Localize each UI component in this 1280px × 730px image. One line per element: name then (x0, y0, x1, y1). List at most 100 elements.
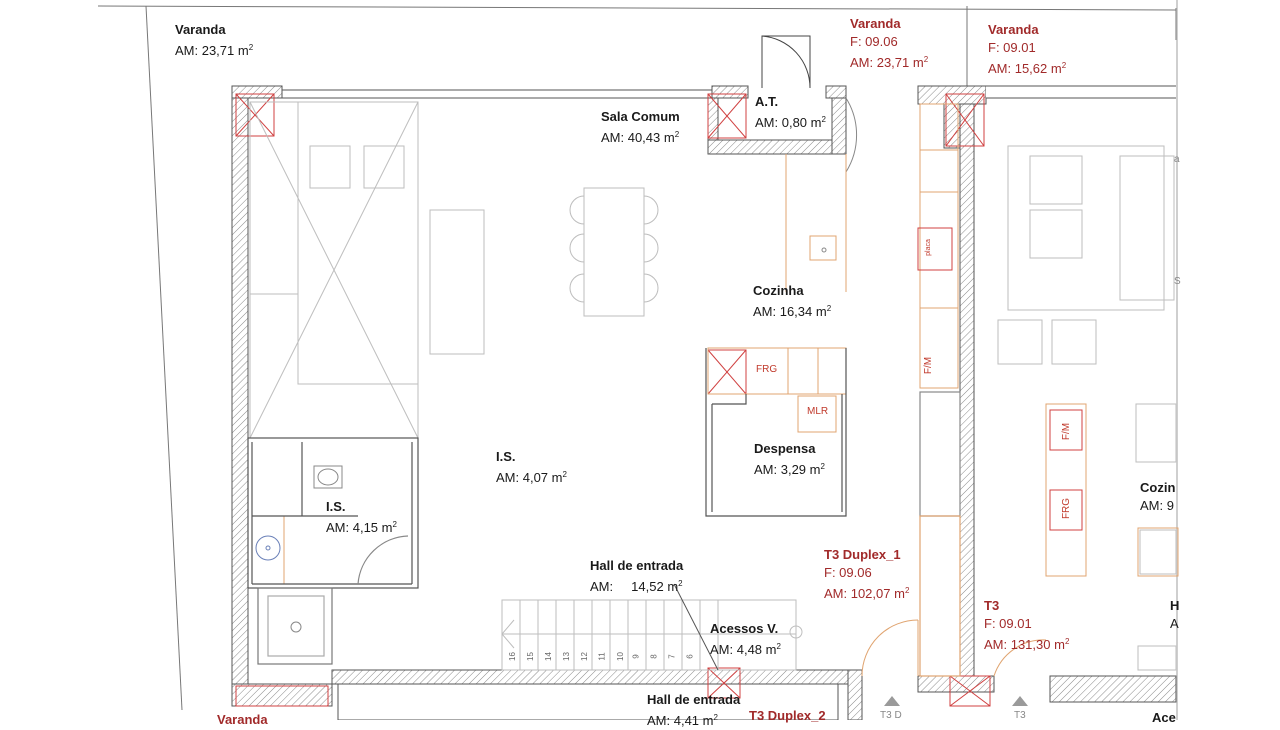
room-name: Sala Comum (601, 109, 680, 124)
fm-tag-2: F/M (1061, 422, 1073, 441)
fm-tag-1: F/M (923, 356, 935, 375)
room-area-line: AM: 0,80 m2 (755, 111, 826, 132)
room-area-text: AM: 23,71 m (850, 55, 924, 70)
stair-step-number: 6 (685, 654, 695, 659)
stair-step-number: 7 (667, 654, 677, 659)
room-area-line: A (1170, 615, 1179, 633)
room-area-line: AM: 4,15 m2 (326, 516, 397, 537)
room-label-t3-duplex-2: T3 Duplex_2 (749, 707, 826, 725)
room-name: Hall de entrada (647, 692, 741, 707)
mlr-tag: MLR (807, 406, 829, 417)
unit-superscript: 2 (678, 579, 683, 588)
room-area-text: F: 09.01 (988, 40, 1036, 55)
unit-superscript: 2 (826, 304, 832, 313)
room-name: Cozinha (753, 283, 804, 298)
stair-step-number: 15 (525, 652, 535, 661)
sanitary (255, 247, 827, 633)
room-name: A.T. (755, 94, 779, 109)
marker-t3: T3 (1014, 710, 1026, 721)
unit-superscript: 2 (562, 470, 567, 479)
room-name: Despensa (754, 441, 816, 456)
unit-superscript: 2 (923, 55, 929, 64)
room-area-line: F: 09.06 (824, 564, 909, 582)
room-area-line: AM: 15,62 m2 (988, 57, 1066, 78)
kitchen-units (283, 103, 1179, 584)
unit-superscript: 2 (904, 586, 910, 595)
column-markers (235, 93, 991, 707)
entry-doors (861, 619, 1047, 677)
room-name: T3 (984, 598, 1000, 613)
room-area-line: AM: 3,29 m2 (754, 458, 825, 479)
stair-step-number: 9 (631, 654, 641, 659)
room-area-line: F: 09.01 (988, 39, 1066, 57)
room-area-text: AM: 4,07 m (496, 470, 563, 485)
frg-tag-1: FRG (756, 364, 778, 375)
stair-step-number: 13 (561, 652, 571, 661)
stair-step-number: 8 (649, 654, 659, 659)
stair-step-number: 16 (507, 652, 517, 661)
room-area-text: AM: 16,34 m (753, 304, 827, 319)
frg-tag-2: FRG (1061, 497, 1073, 520)
room-area-text: AM: 40,43 m (601, 130, 675, 145)
room-area-text: AM: 4,41 m (647, 713, 714, 728)
room-area-text: AM: 23,71 m (175, 43, 249, 58)
room-area-text: F: 09.06 (850, 34, 898, 49)
room-name: Varanda (850, 16, 901, 31)
room-area-line: F: 09.06 (850, 33, 928, 51)
stair-step-number: 12 (579, 652, 589, 661)
room-label-at: A.T. AM: 0,80 m2 (755, 93, 826, 132)
room-label-is-1: I.S. AM: 4,07 m2 (496, 448, 567, 487)
edge-glyph-a: a (1174, 154, 1180, 165)
unit-superscript: 2 (713, 713, 718, 722)
room-area-line: AM: 40,43 m2 (601, 126, 680, 147)
room-area-text: AM: 131,30 m (984, 637, 1065, 652)
room-name: T3 Duplex_2 (749, 708, 826, 723)
room-label-acessos: Acessos V. AM: 4,48 m2 (710, 620, 781, 659)
furniture (249, 101, 1177, 671)
walls (231, 85, 1177, 720)
unit-superscript: 2 (1064, 637, 1070, 646)
room-name: Varanda (217, 712, 268, 727)
room-area-text: A (1170, 616, 1179, 631)
room-area-line: AM: 4,48 m2 (710, 638, 781, 659)
placa-tag: placa (924, 239, 932, 256)
room-name: I.S. (496, 449, 516, 464)
room-area-text: AM: 4,48 m (710, 642, 777, 657)
stair-step-number: 11 (597, 652, 607, 661)
unit-superscript: 2 (392, 520, 397, 529)
marker-t3d: T3 D (880, 710, 902, 721)
room-name: I.S. (326, 499, 346, 514)
unit-markers (884, 696, 1028, 706)
room-area-line: AM: 9 (1140, 497, 1175, 515)
room-area-text: AM: 102,07 m (824, 586, 905, 601)
room-area-line: AM: 23,71 m2 (175, 39, 253, 60)
balcony-lines (97, 5, 1177, 711)
room-label-varanda-cut: Varanda (217, 711, 268, 729)
room-name: Varanda (988, 22, 1039, 37)
room-area-text: F: 09.06 (824, 565, 872, 580)
unit-superscript: 2 (248, 43, 254, 52)
stairs (501, 583, 803, 671)
room-area-line: F: 09.01 (984, 615, 1069, 633)
room-area-text: AM: 3,29 m (754, 462, 821, 477)
room-name: Acessos V. (710, 621, 779, 636)
room-area-text: AM: 14,52 m (590, 579, 679, 594)
room-label-ace-cut: Ace (1152, 709, 1176, 727)
room-area-line: AM: 102,07 m2 (824, 582, 909, 603)
room-name: H (1170, 598, 1180, 613)
stair-step-number: 14 (543, 652, 553, 661)
room-name: Hall de entrada (590, 558, 684, 573)
room-area-line: AM: 4,07 m2 (496, 466, 567, 487)
at-door (761, 35, 858, 173)
